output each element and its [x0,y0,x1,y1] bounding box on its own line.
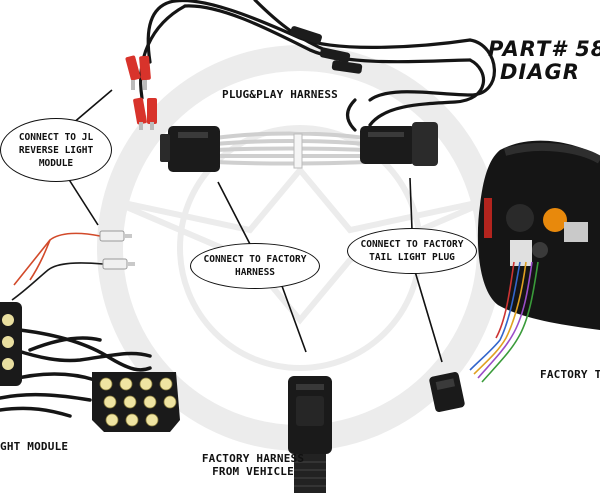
led-module-right [92,372,180,432]
tail-light-plug [429,372,465,412]
callout-reverse-line1: CONNECT TO JL [18,131,94,143]
factory-harness-caption-line1: FACTORY HARNESS [201,452,305,465]
red-terminals [125,55,157,130]
part-title-line1: PART# 58 [488,38,600,61]
callout-factory-harness-line2: HARNESS [234,267,276,278]
tail-light-housing [477,140,600,330]
harness-white-bundle [214,131,366,166]
factory-harness-caption: FACTORY HARNESS FROM VEHICLE [188,452,318,478]
factory-harness-plug [288,376,332,493]
factory-tail-caption: FACTORY TA [540,368,600,381]
part-title-line2: DIAGR [500,60,580,84]
harness-connector-right [360,122,438,166]
callout-factory-harness-line1: CONNECT TO FACTORY [203,254,307,265]
spade-terminals [99,230,135,270]
callout-tail-line1: CONNECT TO FACTORY [360,239,464,250]
inline-connectors [290,26,363,74]
reverse-spade-wires [11,232,104,301]
callout-tail-light-plug: CONNECT TO FACTORY TAIL LIGHT PLUG [347,228,477,274]
harness-caption: PLUG&PLAY HARNESS [222,88,338,101]
tail-light-wires [469,261,539,383]
callout-reverse-line3: MODULE [38,157,74,169]
callout-factory-harness: CONNECT TO FACTORY HARNESS [190,243,320,289]
callout-reverse-line2: REVERSE LIGHT [18,144,94,156]
callout-reverse-light: CONNECT TO JL REVERSE LIGHT MODULE [0,118,112,182]
part-title: PART# 58 DIAGR [488,38,600,84]
harness-connector-left [160,126,220,172]
cable-tie [293,133,303,169]
factory-harness-caption-line2: FROM VEHICLE [212,465,294,478]
led-module-left [0,302,22,386]
callout-tail-line2: TAIL LIGHT PLUG [369,252,455,263]
module-cables [0,328,152,418]
leader-lines [67,89,443,363]
light-module-caption: GHT MODULE [0,440,69,453]
